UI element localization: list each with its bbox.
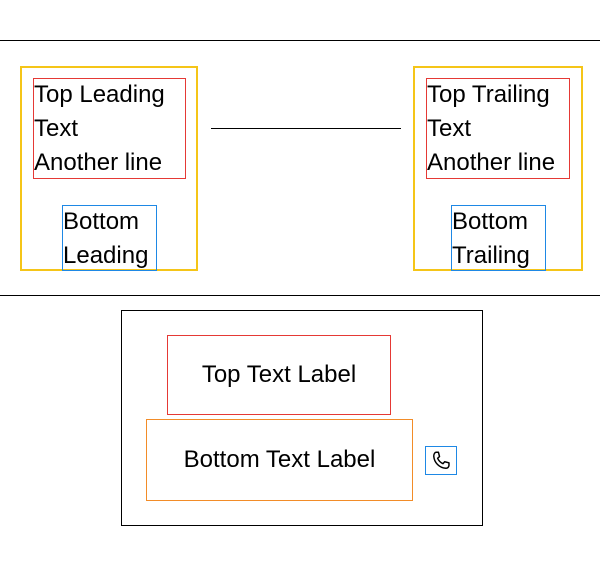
bottom-leading-text: Bottom Leading: [63, 205, 148, 273]
top-leading-line-1: Top Leading: [34, 81, 165, 108]
bottom-trailing-text-box: [451, 205, 546, 271]
top-leading-text-box: [33, 78, 186, 179]
connector-line: [211, 128, 401, 129]
bottom-trailing-line-2: Trailing: [452, 242, 530, 269]
middle-divider: [0, 295, 600, 296]
bottom-trailing-line-1: Bottom: [452, 208, 529, 235]
phone-icon-glyph: [433, 451, 450, 469]
label-container: [121, 310, 483, 526]
phone-icon[interactable]: [425, 446, 457, 475]
top-divider: [0, 40, 600, 41]
top-trailing-line-1: Top Trailing: [427, 81, 550, 108]
top-trailing-text: Top Trailing Text Another line: [427, 78, 555, 180]
bottom-leading-line-1: Bottom: [63, 208, 140, 235]
top-leading-line-2: Text: [34, 115, 79, 142]
top-trailing-line-2: Text: [427, 115, 472, 142]
top-trailing-text-box: [426, 78, 570, 179]
top-text-label: Top Text Label: [167, 335, 391, 415]
top-leading-text: Top Leading Text Another line: [34, 78, 165, 180]
bottom-leading-text-box: [62, 205, 157, 271]
bottom-leading-line-2: Leading: [63, 242, 149, 269]
top-leading-line-3: Another line: [34, 149, 163, 176]
bottom-text-label: Bottom Text Label: [146, 419, 413, 501]
bottom-trailing-text: Bottom Trailing: [452, 205, 530, 273]
top-trailing-line-3: Another line: [427, 149, 556, 176]
